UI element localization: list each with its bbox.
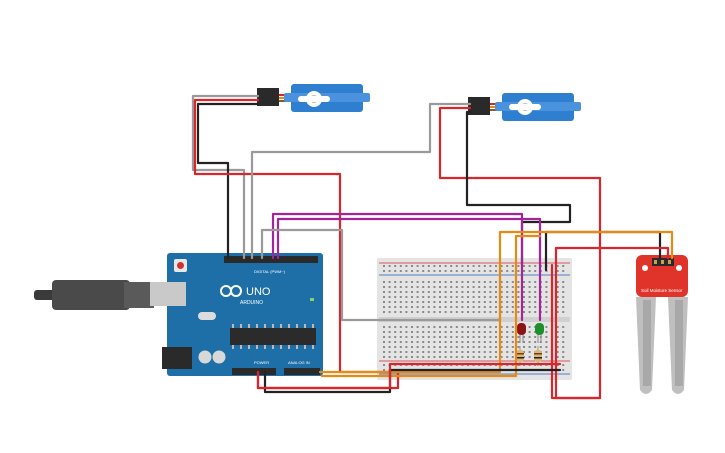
infinity-logo-right — [230, 285, 242, 297]
digital-header — [224, 256, 318, 263]
digital-label: DIGITAL (PWM~) — [254, 269, 286, 274]
wire-orange-2 — [320, 234, 542, 378]
usb-cable — [34, 280, 172, 310]
capacitor-2 — [212, 350, 226, 364]
wire-purple-1 — [271, 212, 524, 322]
arduino-brand: ARDUINO — [240, 300, 263, 306]
wire-orange-sensor — [318, 230, 674, 374]
arduino-board: UNO ARDUINO DIGITAL (PWM~) POWER ANALOG … — [150, 253, 323, 376]
resistor-2 — [534, 346, 542, 366]
resistor-1 — [516, 346, 524, 366]
wire-arduino-5v — [256, 362, 562, 390]
arduino-model: UNO — [246, 286, 271, 298]
wire-red-rail — [554, 246, 670, 400]
sensor-label: Soil Moisture Sensor — [641, 288, 683, 293]
led-red — [517, 323, 526, 343]
power-label: POWER — [254, 360, 269, 365]
analog-label: ANALOG IN — [288, 360, 310, 365]
soil-moisture-sensor: Soil Moisture Sensor — [636, 255, 688, 394]
atmega-chip — [230, 328, 316, 345]
power-jack — [162, 347, 192, 369]
wire-purple-2 — [276, 217, 542, 322]
capacitor-1 — [198, 350, 212, 364]
wire-servo1-gray — [191, 94, 260, 260]
usb-port — [150, 282, 186, 306]
servo-motor-1 — [257, 84, 370, 112]
wire-servo1-black — [196, 102, 260, 260]
power-header — [232, 368, 276, 375]
analog-header — [284, 368, 320, 375]
wire-servo2-red — [438, 106, 602, 400]
arduino-pcb — [167, 253, 323, 376]
on-led — [310, 298, 314, 301]
led-green — [535, 323, 544, 343]
wire-servo2-black — [465, 110, 572, 267]
servo-motor-2 — [468, 93, 581, 121]
sensor-pcb — [636, 255, 688, 297]
wire-servo2-gray — [250, 102, 472, 260]
wire-arduino-gnd — [263, 368, 562, 394]
crystal — [198, 312, 216, 320]
wires — [191, 94, 674, 400]
